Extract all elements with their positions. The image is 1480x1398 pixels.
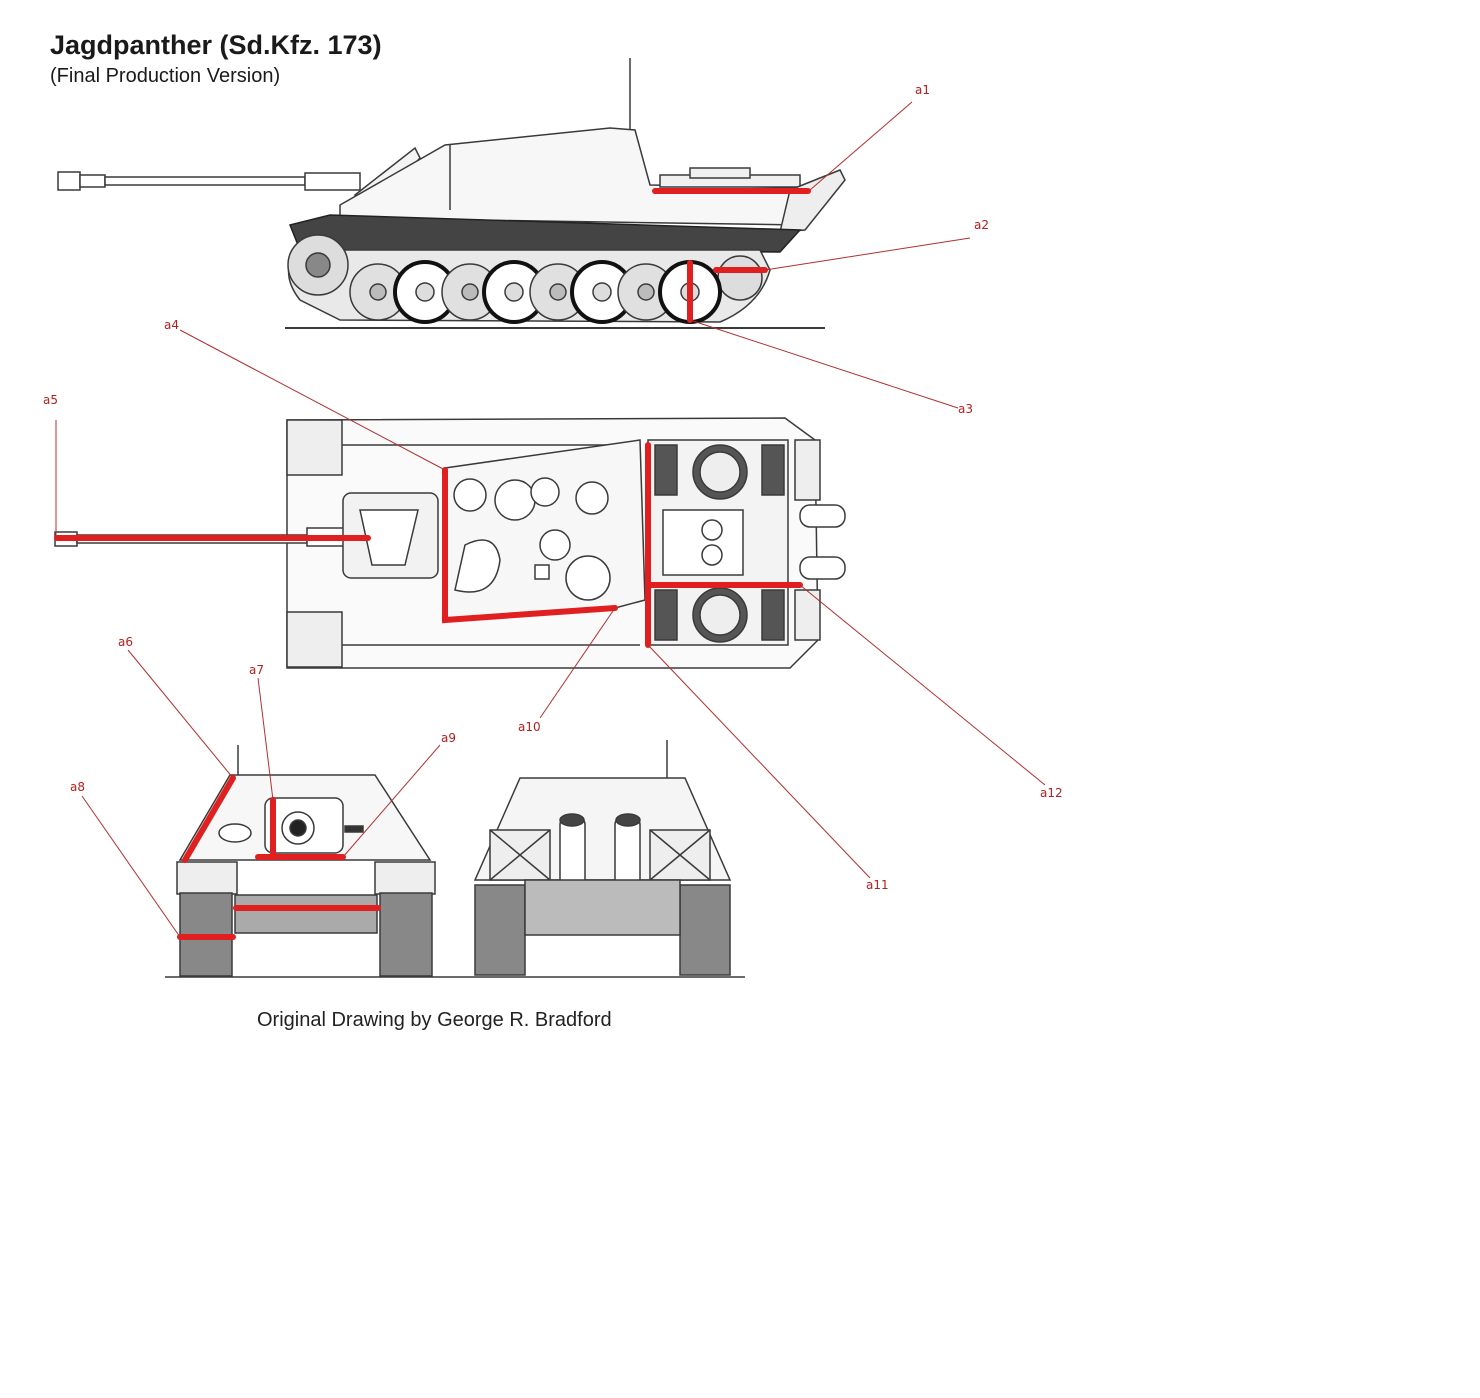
annotation-labels: a1 a2 a3 a4 a5 a6 a7 a8 a9 a10 a11 a12 (43, 83, 1063, 892)
label-a8: a8 (70, 780, 85, 794)
top-view (54, 417, 846, 669)
label-a10: a10 (518, 720, 541, 734)
leader-a7 (257, 677, 274, 801)
annotation-marks (54, 188, 811, 940)
leader-a10 (539, 607, 616, 719)
label-a2: a2 (974, 218, 989, 232)
leader-a9 (342, 744, 441, 858)
leader-a4 (179, 329, 446, 471)
label-a12: a12 (1040, 786, 1063, 800)
label-a1: a1 (915, 83, 930, 97)
rear-view (473, 740, 732, 976)
drawing-subtitle: (Final Production Version) (50, 65, 281, 87)
side-view (57, 58, 846, 329)
mark-a6 (182, 775, 236, 863)
leader-a1 (809, 101, 913, 191)
leader-a6 (127, 649, 234, 779)
mark-a4 (442, 467, 618, 624)
leader-a2 (764, 237, 971, 271)
leader-a8 (81, 795, 181, 938)
label-a5: a5 (43, 393, 58, 407)
drawing-credit: Original Drawing by George R. Bradford (257, 1009, 612, 1031)
drawing-title: Jagdpanther (Sd.Kfz. 173) (50, 30, 382, 60)
label-a7: a7 (249, 663, 264, 677)
leader-lines (55, 101, 1046, 938)
leader-a3 (689, 319, 959, 409)
leader-a11 (647, 644, 871, 879)
leader-a12 (799, 584, 1046, 786)
label-a11: a11 (866, 878, 889, 892)
label-a6: a6 (118, 635, 133, 649)
label-a4: a4 (164, 318, 179, 332)
label-a3: a3 (958, 402, 973, 416)
label-a9: a9 (441, 731, 456, 745)
